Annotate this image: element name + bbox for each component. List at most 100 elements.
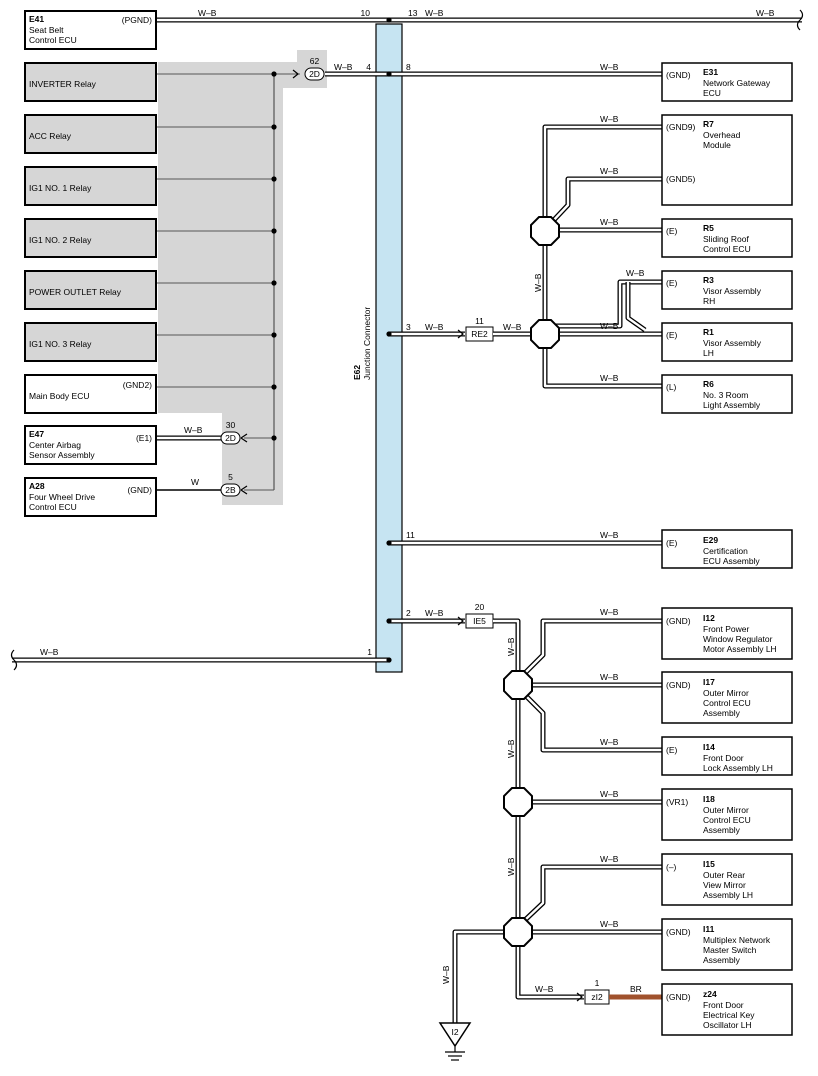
wire-color-label: W–B <box>334 62 353 72</box>
component-code: R6 <box>703 379 714 389</box>
wire-e41-to-jc: W–B 10 <box>157 8 389 23</box>
pin-label: (GND) <box>127 485 152 495</box>
component-label: Assembly <box>703 825 741 835</box>
continuation-break-icon <box>796 9 804 31</box>
wire-color-label: W–B <box>600 854 619 864</box>
pin-label: (GND2) <box>123 380 152 390</box>
component-code: R1 <box>703 327 714 337</box>
wire-color-label: W–B <box>506 857 516 876</box>
component-label: No. 3 Room <box>703 390 748 400</box>
jc-pin-number: 11 <box>406 530 415 540</box>
wire-color-label: W–B <box>600 672 619 682</box>
junction-name: Junction Connector <box>362 307 372 380</box>
pin-label: (E) <box>666 330 678 340</box>
component-label: Network Gateway <box>703 78 771 88</box>
ground-bus-taps <box>157 73 300 491</box>
component-label: Visor Assembly <box>703 286 762 296</box>
pin-label: (L) <box>666 382 677 392</box>
component-code: E47 <box>29 429 44 439</box>
relay-label: INVERTER Relay <box>29 79 97 89</box>
i17-outer-mirror-ecu-box: (GND) I17 Outer Mirror Control ECU Assem… <box>661 671 793 724</box>
wire-color-label: W–B <box>626 268 645 278</box>
e29-certification-ecu-box: (E) E29 Certification ECU Assembly <box>661 529 793 569</box>
connector-pin-number: 20 <box>475 602 485 612</box>
wire-color-label: W–B <box>184 425 203 435</box>
wire-jc2-to-ie5: 2 W–B <box>389 608 465 626</box>
wire-color-label: W–B <box>535 984 554 994</box>
relay-label: IG1 NO. 2 Relay <box>29 235 92 245</box>
component-code: z24 <box>703 989 717 999</box>
component-label: Window Regulator <box>703 634 773 644</box>
relay-label: IG1 NO. 1 Relay <box>29 183 92 193</box>
splice-octagon-door-1 <box>503 670 533 700</box>
i12-window-regulator-motor-box: (GND) I12 Front Power Window Regulator M… <box>661 607 793 660</box>
component-code: I14 <box>703 742 715 752</box>
component-code: I11 <box>703 924 715 934</box>
wire-e47: W–B <box>157 425 222 441</box>
pin-label: (GND5) <box>666 174 695 184</box>
splice-dots <box>271 71 277 441</box>
pin-label: (–) <box>666 862 677 872</box>
wire-color-label: W–B <box>600 530 619 540</box>
component-label: Main Body ECU <box>29 391 89 401</box>
component-label: Master Switch <box>703 945 757 955</box>
wire-jc8-to-e31: 8 W–B <box>389 62 662 77</box>
connector-id: zI2 <box>591 992 603 1002</box>
wire-color-label: W–B <box>600 166 619 176</box>
ground-splice-shaded-area <box>158 50 327 505</box>
component-code: R3 <box>703 275 714 285</box>
connector-arrow-icon <box>576 992 583 1002</box>
component-label: View Mirror <box>703 880 746 890</box>
connector-2d-pin30: 2D 30 <box>220 420 248 445</box>
e31-network-gateway-ecu-box: (GND) E31 Network Gateway ECU <box>661 62 793 102</box>
i18-outer-mirror-ecu-box: (VR1) I18 Outer Mirror Control ECU Assem… <box>661 788 793 841</box>
component-label: Outer Mirror <box>703 805 749 815</box>
jc-pin-number: 13 <box>408 8 418 18</box>
component-label: Light Assembly <box>703 400 761 410</box>
wire-color-label: W–B <box>600 737 619 747</box>
component-label: LH <box>703 348 714 358</box>
connector-id: RE2 <box>471 329 488 339</box>
connector-arrow-icon <box>292 69 299 79</box>
pin-label: (E) <box>666 538 678 548</box>
r7-overhead-module-box: (GND9) (GND5) R7 Overhead Module <box>661 114 793 206</box>
wire-color-label: W–B <box>425 608 444 618</box>
wire-color-label: W–B <box>425 322 444 332</box>
component-label: Oscillator LH <box>703 1020 752 1030</box>
relay-box-ig1-no1: IG1 NO. 1 Relay <box>24 166 157 206</box>
component-label: Module <box>703 140 731 150</box>
wire-color-label: W–B <box>503 322 522 332</box>
jc-pin-number: 3 <box>406 322 411 332</box>
pin-label: (GND) <box>666 992 691 1002</box>
wire-color-label: W–B <box>600 919 619 929</box>
wire-color-label: W–B <box>600 789 619 799</box>
component-code: I18 <box>703 794 715 804</box>
connector-arrow-icon <box>457 616 464 626</box>
component-label: Multiplex Network <box>703 935 771 945</box>
jc-pin-number: 8 <box>406 62 411 72</box>
connector-arrow-icon <box>240 485 248 495</box>
component-code: I17 <box>703 677 715 687</box>
jc-pin-number: 1 <box>367 647 372 657</box>
component-code: E41 <box>29 14 44 24</box>
component-label: ECU Assembly <box>703 556 760 566</box>
splice-octagon-roof-lower <box>530 319 560 349</box>
component-code: R7 <box>703 119 714 129</box>
pin-label: (PGND) <box>122 15 152 25</box>
component-label: Assembly LH <box>703 890 753 900</box>
wire-color-label: W <box>191 477 199 487</box>
component-label: Front Door <box>703 1000 744 1010</box>
component-code: I12 <box>703 613 715 623</box>
relay-label: POWER OUTLET Relay <box>29 287 122 297</box>
component-label: Assembly <box>703 955 741 965</box>
component-label: Control ECU <box>703 244 751 254</box>
wire-color-label: BR <box>630 984 642 994</box>
wire-jc1-in: W–B 1 <box>10 647 389 671</box>
jc-pin-number: 2 <box>406 608 411 618</box>
component-label: Seat Belt <box>29 25 64 35</box>
wire-jc11-to-e29: 11 W–B <box>389 530 662 546</box>
relay-box-ig1-no2: IG1 NO. 2 Relay <box>24 218 157 258</box>
jc-pin-number: 4 <box>366 62 371 72</box>
wire-color-label: W–B <box>441 965 451 984</box>
